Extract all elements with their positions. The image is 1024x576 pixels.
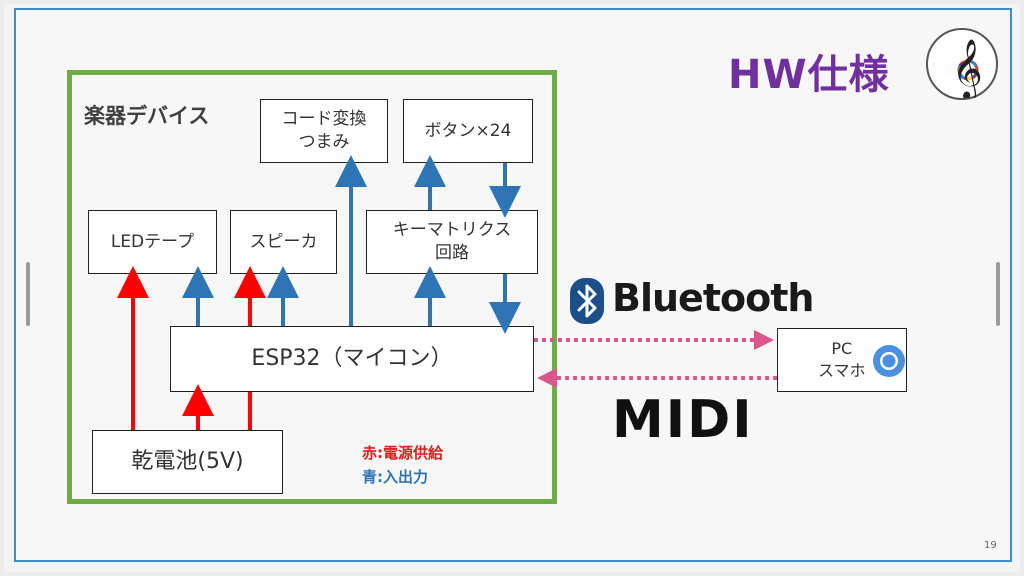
pc-phone-box: PC スマホ	[777, 328, 907, 392]
device-group-label: 楽器デバイス	[84, 104, 210, 128]
bluetooth-icon	[570, 278, 604, 324]
midi-logo: MIDI	[612, 390, 754, 450]
svg-text:𝄞: 𝄞	[952, 39, 983, 98]
slide-title: HW仕様	[728, 52, 890, 98]
pc-phone-label: PC スマホ	[818, 339, 866, 380]
page-number: 19	[984, 540, 997, 551]
battery-box: 乾電池(5V)	[92, 430, 283, 494]
legend-power: 赤:電源供給	[362, 444, 443, 462]
bluetooth-wordmark: Bluetooth	[612, 276, 814, 320]
chrome-icon	[872, 344, 906, 378]
code-change-knob-box: コード変換 つまみ	[260, 99, 388, 163]
right-resize-handle[interactable]	[996, 262, 1000, 326]
device-group-frame	[67, 70, 557, 504]
speaker-box: スピーカ	[230, 210, 337, 274]
buttons-box: ボタン×24	[403, 99, 533, 163]
esp32-box: ESP32（マイコン）	[170, 326, 534, 392]
left-resize-handle[interactable]	[26, 262, 30, 326]
legend-io: 青:入出力	[362, 468, 428, 486]
led-tape-box: LEDテープ	[88, 210, 217, 274]
treble-clef-logo-icon: 𝄞	[926, 28, 998, 101]
key-matrix-box: キーマトリクス 回路	[366, 210, 538, 274]
